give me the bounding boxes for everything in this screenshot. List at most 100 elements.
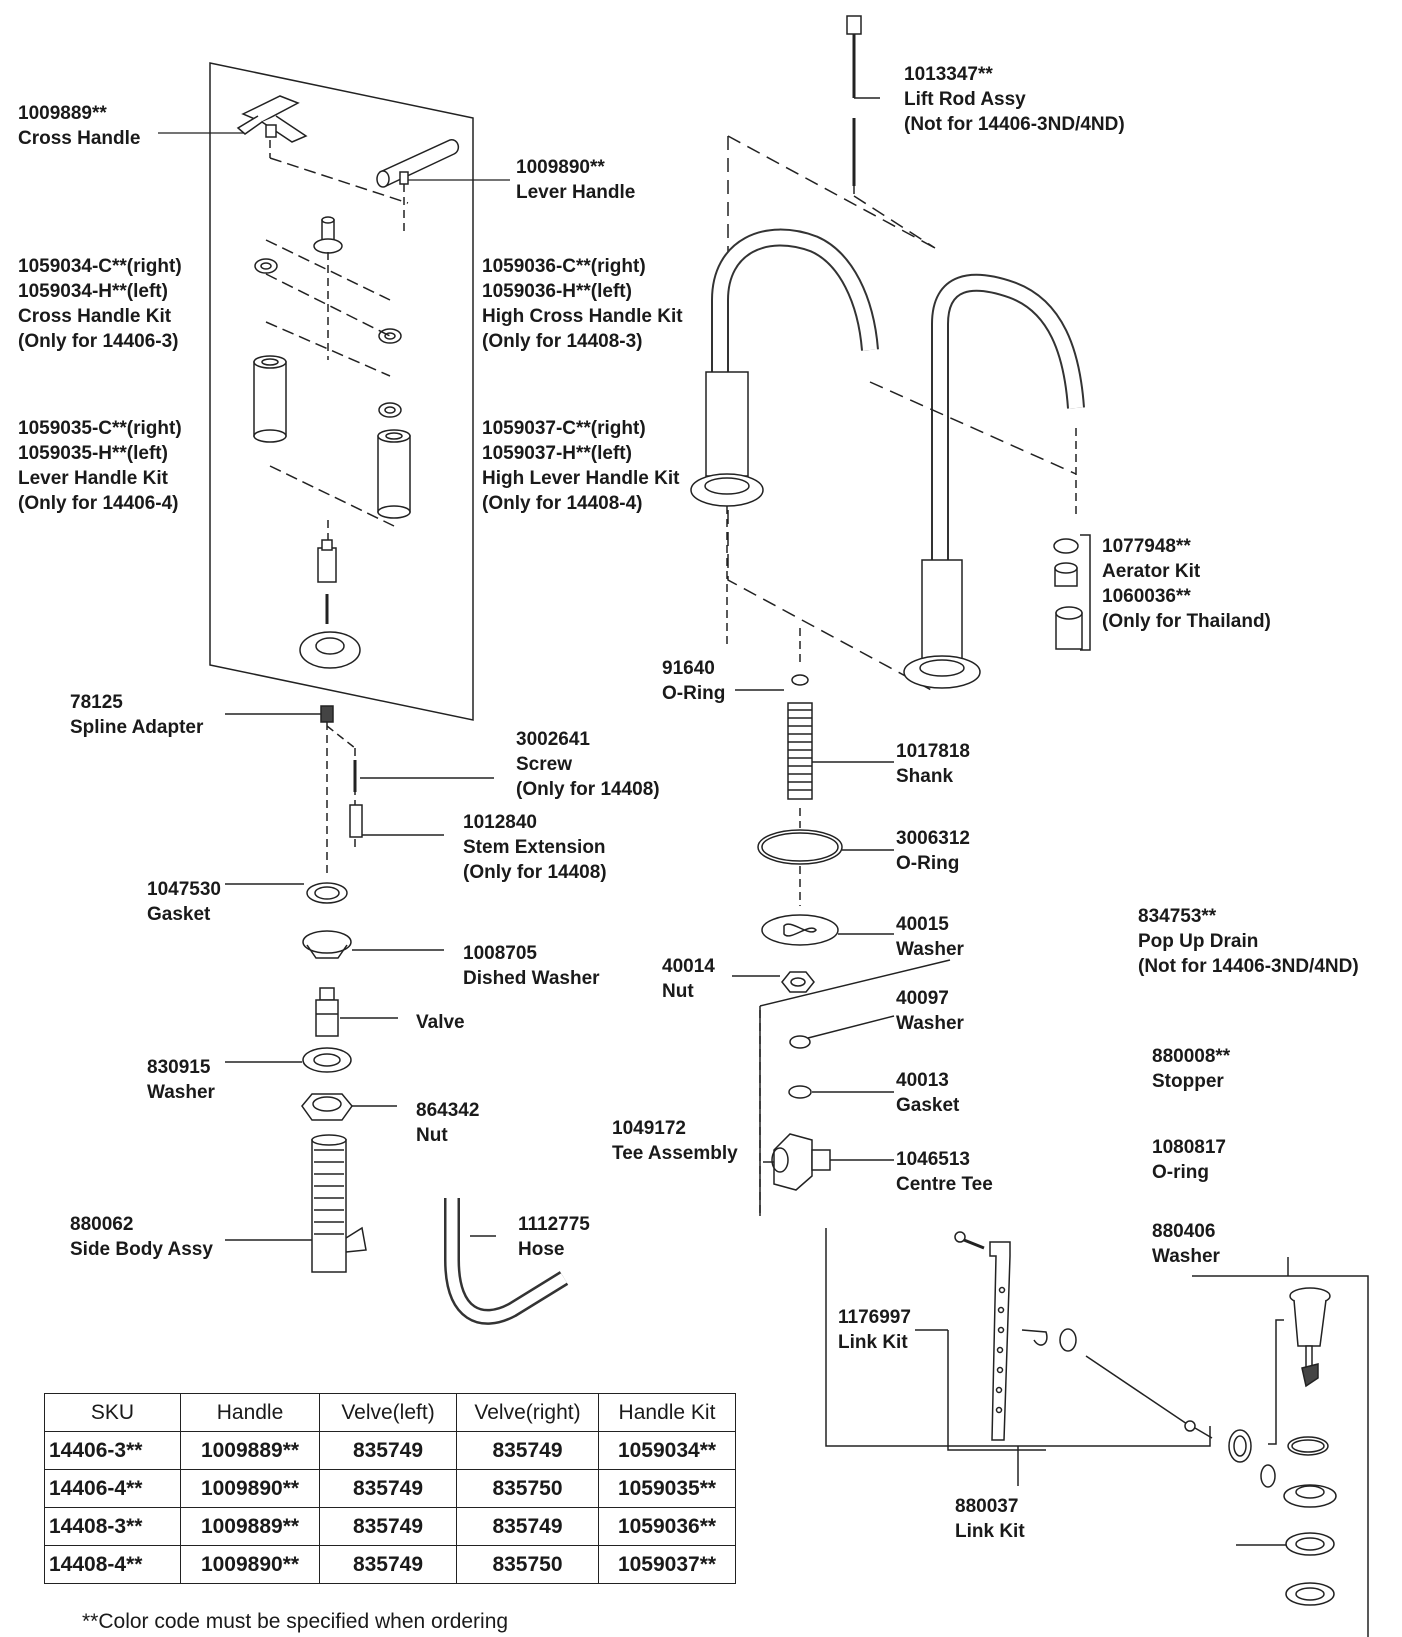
gasket-drawing: [306, 882, 348, 904]
aerator-housing: [1055, 606, 1083, 650]
table-cell: 835749: [456, 1507, 599, 1546]
oring-small: [791, 674, 809, 686]
label-nut-864342: 864342 Nut: [416, 1100, 480, 1146]
handle-assembly-panel: [209, 62, 474, 721]
label-washer-880406: 880406 Washer: [1152, 1221, 1220, 1267]
column-header: Velve(left): [319, 1393, 457, 1432]
label-lever-handle: 1009890** Lever Handle: [516, 157, 636, 203]
label-side-body: 880062 Side Body Assy: [70, 1214, 213, 1260]
label-cross-handle-kit: 1059034-C**(right) 1059034-H**(left) Cro…: [18, 256, 182, 352]
label-lever-handle-kit: 1059035-C**(right) 1059035-H**(left) Lev…: [18, 418, 182, 514]
escutcheon-left: [299, 631, 361, 669]
pivot-washer-drawing: [1260, 1464, 1276, 1488]
nut-40014-drawing: [781, 971, 815, 993]
handle-button-drawing: [313, 216, 343, 254]
table-header-row: SKU Handle Velve(left) Velve(right) Hand…: [44, 1393, 736, 1432]
table-cell: 14408-4**: [44, 1545, 181, 1584]
drain-washer-2: [1285, 1582, 1335, 1606]
label-lift-rod: 1013347** Lift Rod Assy (Not for 14406-3…: [904, 64, 1125, 135]
link-clip-drawing: [1021, 1329, 1048, 1346]
lever-handle-drawing: [376, 139, 460, 188]
spout-left-drawing: [690, 228, 879, 507]
table-cell: 835749: [456, 1431, 599, 1470]
column-header: SKU: [44, 1393, 181, 1432]
label-cross-handle: 1009889** Cross Handle: [18, 103, 141, 149]
label-gasket-40013: 40013 Gasket: [896, 1070, 960, 1116]
column-header: Velve(right): [456, 1393, 599, 1432]
oring-1080817-drawing: [1287, 1436, 1329, 1456]
spline-adapter-drawing: [320, 705, 334, 723]
aerator-ring: [1053, 538, 1079, 554]
label-stopper: 880008** Stopper: [1152, 1046, 1231, 1092]
link-bushing: [1059, 1328, 1077, 1352]
sleeve-right: [377, 429, 411, 519]
label-aerator-kit: 1077948** Aerator Kit 1060036** (Only fo…: [1102, 536, 1271, 632]
kit-ring-2: [378, 328, 402, 344]
label-gasket-1047530: 1047530 Gasket: [147, 879, 221, 925]
label-nut-40014: 40014 Nut: [662, 956, 715, 1002]
side-body-drawing: [311, 1134, 367, 1273]
table-cell: 835749: [319, 1431, 457, 1470]
stopper-drawing: [1289, 1287, 1331, 1388]
sleeve-left: [253, 355, 287, 443]
gasket-40013-drawing: [788, 1085, 812, 1099]
aerator-body: [1054, 562, 1078, 587]
label-stem-extension: 1012840 Stem Extension (Only for 14408): [463, 812, 607, 883]
table-cell: 1059037**: [598, 1545, 736, 1584]
table-cell: 835749: [319, 1469, 457, 1508]
sku-parts-table: SKU Handle Velve(left) Velve(right) Hand…: [44, 1393, 736, 1584]
label-shank: 1017818 Shank: [896, 741, 970, 787]
label-washer-40015: 40015 Washer: [896, 914, 964, 960]
table-cell: 1059035**: [598, 1469, 736, 1508]
label-oring-3006312: 3006312 O-Ring: [896, 828, 970, 874]
label-link-kit-880037: 880037 Link Kit: [955, 1496, 1025, 1542]
label-washer-830915: 830915 Washer: [147, 1057, 215, 1103]
table-row: 14408-4** 1009890** 835749 835750 105903…: [44, 1545, 736, 1584]
table-cell: 835749: [319, 1545, 457, 1584]
lift-rod-top: [846, 15, 862, 35]
stem-extension-drawing: [349, 804, 363, 838]
washer-880406-drawing: [1285, 1532, 1335, 1556]
table-cell: 835750: [456, 1545, 599, 1584]
spout-right-drawing: [903, 273, 1085, 689]
column-header: Handle Kit: [598, 1393, 736, 1432]
washer-40097-drawing: [789, 1035, 811, 1049]
column-header: Handle: [180, 1393, 320, 1432]
nut-drawing: [301, 1093, 353, 1121]
label-pop-up-drain: 834753** Pop Up Drain (Not for 14406-3ND…: [1138, 906, 1359, 977]
link-strap-drawing: [954, 1231, 1011, 1441]
label-tee-assembly: 1049172 Tee Assembly: [612, 1118, 738, 1164]
table-cell: 14408-3**: [44, 1507, 181, 1546]
table-row: 14406-3** 1009889** 835749 835749 105903…: [44, 1431, 736, 1470]
table-cell: 14406-4**: [44, 1469, 181, 1508]
table-cell: 1009889**: [180, 1431, 320, 1470]
washer-40015-drawing: [761, 914, 839, 946]
table-cell: 835749: [319, 1507, 457, 1546]
label-oring-1080817: 1080817 O-ring: [1152, 1137, 1226, 1183]
drain-flange-drawing: [1283, 1484, 1337, 1508]
table-cell: 1059036**: [598, 1507, 736, 1546]
kit-ring-3: [378, 402, 402, 418]
table-cell: 835750: [456, 1469, 599, 1508]
label-spline-adapter: 78125 Spline Adapter: [70, 692, 204, 738]
pivot-nut-drawing: [1228, 1429, 1252, 1463]
table-cell: 14406-3**: [44, 1431, 181, 1470]
tee-assembly-drawing: [771, 1133, 831, 1191]
table-cell: 1009890**: [180, 1469, 320, 1508]
kit-ring-1: [254, 258, 278, 274]
label-dished-washer: 1008705 Dished Washer: [463, 943, 600, 989]
color-code-footnote: **Color code must be specified when orde…: [82, 1610, 509, 1633]
label-hose: 1112775 Hose: [518, 1214, 590, 1260]
cartridge-top: [317, 539, 337, 583]
shank-drawing: [787, 702, 813, 800]
table-row: 14408-3** 1009889** 835749 835749 105903…: [44, 1507, 736, 1546]
table-cell: 1009889**: [180, 1507, 320, 1546]
label-high-cross-handle-kit: 1059036-C**(right) 1059036-H**(left) Hig…: [482, 256, 683, 352]
table-row: 14406-4** 1009890** 835749 835750 105903…: [44, 1469, 736, 1508]
label-centre-tee: 1046513 Centre Tee: [896, 1149, 993, 1195]
label-valve: Valve: [416, 1012, 465, 1033]
table-cell: 1059034**: [598, 1431, 736, 1470]
valve-drawing: [315, 987, 339, 1037]
label-oring-91640: 91640 O-Ring: [662, 658, 726, 704]
